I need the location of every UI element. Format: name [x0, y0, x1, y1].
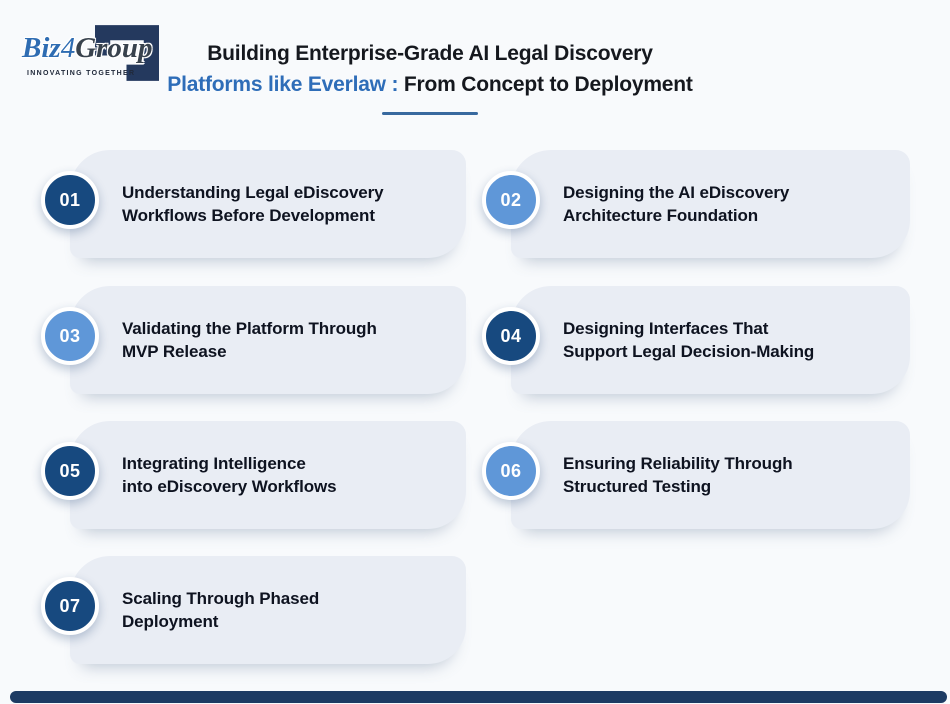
step-label-line1: Designing the AI eDiscovery — [563, 183, 790, 202]
logo-word-biz: Biz — [22, 32, 61, 64]
page-title: Building Enterprise-Grade AI Legal Disco… — [160, 42, 700, 115]
step-number-badge: 01 — [41, 171, 99, 229]
step-label-line2: MVP Release — [122, 342, 227, 361]
step-number-badge: 03 — [41, 307, 99, 365]
title-line2-rest: From Concept to Deployment — [403, 73, 693, 96]
step-label-line2: Architecture Foundation — [563, 206, 759, 225]
step-label: Ensuring Reliability Through Structured … — [511, 452, 793, 498]
step-label: Scaling Through Phased Deployment — [70, 587, 319, 633]
step-card-03: 03 Validating the Platform Through MVP R… — [41, 286, 466, 394]
step-label: Integrating Intelligence into eDiscovery… — [70, 452, 337, 498]
step-number-badge: 04 — [482, 307, 540, 365]
step-label-line1: Integrating Intelligence — [122, 454, 306, 473]
step-label-line2: Workflows Before Development — [122, 206, 375, 225]
step-card-05: 05 Integrating Intelligence into eDiscov… — [41, 421, 466, 529]
step-number-badge: 06 — [482, 442, 540, 500]
brand-logo: Biz4Group INNOVATING TOGETHER — [14, 12, 184, 90]
step-label-line1: Designing Interfaces That — [563, 319, 769, 338]
step-number-badge: 07 — [41, 577, 99, 635]
step-label: Designing Interfaces That Support Legal … — [511, 317, 814, 363]
step-card-01: 01 Understanding Legal eDiscovery Workfl… — [41, 150, 466, 258]
logo-word-group: Group — [75, 32, 153, 64]
footer-bar — [10, 691, 947, 703]
step-label-line1: Ensuring Reliability Through — [563, 454, 793, 473]
step-number-badge: 02 — [482, 171, 540, 229]
step-label-line2: Support Legal Decision-Making — [563, 342, 815, 361]
title-accent: Platforms like Everlaw : — [167, 73, 399, 96]
step-label-line2: Deployment — [122, 612, 219, 631]
logo-bracket-icon — [95, 25, 159, 81]
step-label-line1: Understanding Legal eDiscovery — [122, 183, 384, 202]
logo-tagline: INNOVATING TOGETHER — [27, 70, 136, 77]
step-label: Understanding Legal eDiscovery Workflows… — [70, 181, 384, 227]
logo-wordmark: Biz4Group — [22, 34, 153, 63]
step-card-04: 04 Designing Interfaces That Support Leg… — [482, 286, 910, 394]
step-card-02: 02 Designing the AI eDiscovery Architect… — [482, 150, 910, 258]
step-card-07: 07 Scaling Through Phased Deployment — [41, 556, 466, 664]
step-label-line2: into eDiscovery Workflows — [122, 477, 337, 496]
title-line2: Platforms like Everlaw : From Concept to… — [160, 73, 700, 97]
step-number-badge: 05 — [41, 442, 99, 500]
step-label-line1: Validating the Platform Through — [122, 319, 377, 338]
title-line1: Building Enterprise-Grade AI Legal Disco… — [207, 42, 653, 65]
logo-word-4: 4 — [60, 32, 76, 64]
step-label: Validating the Platform Through MVP Rele… — [70, 317, 377, 363]
step-label-line2: Structured Testing — [563, 477, 712, 496]
title-underline — [382, 112, 478, 115]
step-label-line1: Scaling Through Phased — [122, 589, 320, 608]
step-card-06: 06 Ensuring Reliability Through Structur… — [482, 421, 910, 529]
step-label: Designing the AI eDiscovery Architecture… — [511, 181, 789, 227]
